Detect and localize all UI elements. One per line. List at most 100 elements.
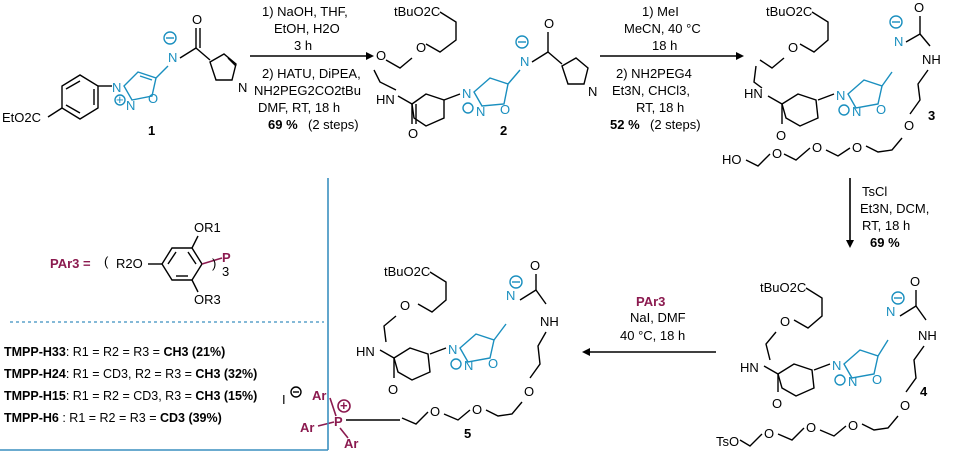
svg-text:O: O xyxy=(388,382,398,397)
svg-text:HN: HN xyxy=(744,86,763,101)
svg-text:O: O xyxy=(400,298,410,313)
svg-text:O: O xyxy=(788,40,798,55)
svg-text:N: N xyxy=(520,54,529,69)
svg-text:O: O xyxy=(852,140,862,155)
svg-text:O: O xyxy=(910,274,920,289)
svg-text:O: O xyxy=(872,372,882,387)
svg-text:O: O xyxy=(530,258,540,273)
svg-text:N: N xyxy=(464,358,473,373)
svg-text:1) MeI: 1) MeI xyxy=(642,4,679,19)
svg-text:NaI, DMF: NaI, DMF xyxy=(630,310,686,325)
compound-5: tBuO2C O HN O N O N N O NH O O O P + Ar xyxy=(282,258,559,451)
svg-text:O: O xyxy=(772,396,782,411)
svg-text:RT, 18 h: RT, 18 h xyxy=(636,100,684,115)
svg-text:2) NH2PEG4: 2) NH2PEG4 xyxy=(616,66,692,81)
svg-text:+: + xyxy=(340,398,348,413)
svg-text:HN: HN xyxy=(740,360,759,375)
svg-text:tBuO2C: tBuO2C xyxy=(760,280,806,295)
svg-text:Ar: Ar xyxy=(300,420,314,435)
svg-text:OR3: OR3 xyxy=(194,292,221,307)
legend-panel: PAr3 = ( R2O OR1 OR3 P ) 3 TMPP-H33: R1 … xyxy=(0,178,329,451)
compound-1: EtO2C N O N + N O N 1 xyxy=(2,12,247,138)
svg-text:P: P xyxy=(222,250,231,265)
svg-text:Et3N, CHCl3,: Et3N, CHCl3, xyxy=(612,83,690,98)
svg-text:TsO: TsO xyxy=(716,434,739,449)
svg-text:N: N xyxy=(506,288,515,303)
svg-text:N: N xyxy=(462,86,471,101)
svg-text:18 h: 18 h xyxy=(652,38,677,53)
svg-text:N: N xyxy=(476,104,485,119)
svg-text:DMF, RT, 18 h: DMF, RT, 18 h xyxy=(258,100,340,115)
svg-text:O: O xyxy=(544,16,554,31)
svg-text:O: O xyxy=(148,91,158,106)
svg-text:O: O xyxy=(772,146,782,161)
svg-text:N: N xyxy=(848,374,857,389)
svg-text:N: N xyxy=(168,50,177,65)
svg-text:(2 steps): (2 steps) xyxy=(650,117,701,132)
compound-label-5: 5 xyxy=(464,426,471,441)
svg-text:N: N xyxy=(852,104,861,119)
svg-text:+: + xyxy=(116,92,124,107)
svg-text:Et3N, DCM,: Et3N, DCM, xyxy=(860,201,929,216)
svg-text:N: N xyxy=(448,342,457,357)
svg-text:NH2PEG2CO2tBu: NH2PEG2CO2tBu xyxy=(254,83,361,98)
svg-text:tBuO2C: tBuO2C xyxy=(394,4,440,19)
step-4: PAr3 NaI, DMF 40 °C, 18 h xyxy=(582,294,716,356)
svg-text:O: O xyxy=(806,420,816,435)
svg-text:HN: HN xyxy=(376,92,395,107)
svg-text:3 h: 3 h xyxy=(294,38,312,53)
svg-text:69 %: 69 % xyxy=(870,235,900,250)
par3-label: PAr3 = xyxy=(50,256,91,271)
svg-text:EtOH, H2O: EtOH, H2O xyxy=(274,21,340,36)
svg-text:N: N xyxy=(126,98,135,113)
svg-text:O: O xyxy=(408,126,418,141)
svg-text:HO: HO xyxy=(722,152,742,167)
svg-text:P: P xyxy=(334,414,343,429)
svg-text:N: N xyxy=(836,88,845,103)
svg-text:O: O xyxy=(904,118,914,133)
tmpp-list: TMPP-H33: R1 = R2 = R3 = CH3 (21%) TMPP-… xyxy=(4,345,257,425)
svg-text:I: I xyxy=(282,392,286,407)
tmpp-row: TMPP-H33: R1 = R2 = R3 = CH3 (21%) xyxy=(4,345,225,359)
compound-label-1: 1 xyxy=(148,123,155,138)
svg-text:O: O xyxy=(376,48,386,63)
svg-text:O: O xyxy=(488,356,498,371)
svg-text:O: O xyxy=(876,102,886,117)
svg-text:O: O xyxy=(524,384,534,399)
svg-text:O: O xyxy=(776,128,786,143)
compound-4: tBuO2C O HN O N O N N O NH O O O O TsO 4 xyxy=(716,274,937,449)
svg-text:N: N xyxy=(894,34,903,49)
svg-text:O: O xyxy=(764,426,774,441)
step-3: TsCl Et3N, DCM, RT, 18 h 69 % xyxy=(846,178,929,250)
tmpp-row: TMPP-H15: R1 = R2 = CD3, R3 = CH3 (15%) xyxy=(4,389,257,403)
svg-text:R2O: R2O xyxy=(116,256,143,271)
svg-text:N: N xyxy=(588,84,597,99)
compound-label-2: 2 xyxy=(500,123,507,138)
compound-2: tBuO2C O O HN O N O N N O N 2 xyxy=(373,4,597,141)
svg-text:69 %: 69 % xyxy=(268,117,298,132)
svg-text:tBuO2C: tBuO2C xyxy=(766,4,812,19)
svg-text:): ) xyxy=(212,256,216,271)
svg-text:O: O xyxy=(192,12,202,27)
compound-label-3: 3 xyxy=(928,108,935,123)
svg-text:HN: HN xyxy=(356,344,375,359)
svg-text:Ar: Ar xyxy=(312,388,326,403)
svg-text:(2 steps): (2 steps) xyxy=(308,117,359,132)
svg-text:1) NaOH, THF,: 1) NaOH, THF, xyxy=(262,4,348,19)
svg-text:O: O xyxy=(900,398,910,413)
svg-text:N: N xyxy=(832,358,841,373)
svg-text:NH: NH xyxy=(918,328,937,343)
svg-text:NH: NH xyxy=(922,52,941,67)
svg-text:O: O xyxy=(472,402,482,417)
svg-text:O: O xyxy=(500,102,510,117)
svg-text:O: O xyxy=(430,404,440,419)
svg-text:RT, 18 h: RT, 18 h xyxy=(862,218,910,233)
svg-text:(: ( xyxy=(104,254,109,269)
svg-text:N: N xyxy=(112,80,121,95)
svg-text:N: N xyxy=(238,80,247,95)
step-1: 1) NaOH, THF, EtOH, H2O 3 h 2) HATU, DiP… xyxy=(250,4,374,132)
compound-3: tBuO2C O HN O N O N N O NH O O O O HO 3 xyxy=(722,0,941,167)
svg-text:52 %: 52 % xyxy=(610,117,640,132)
svg-text:OR1: OR1 xyxy=(194,220,221,235)
